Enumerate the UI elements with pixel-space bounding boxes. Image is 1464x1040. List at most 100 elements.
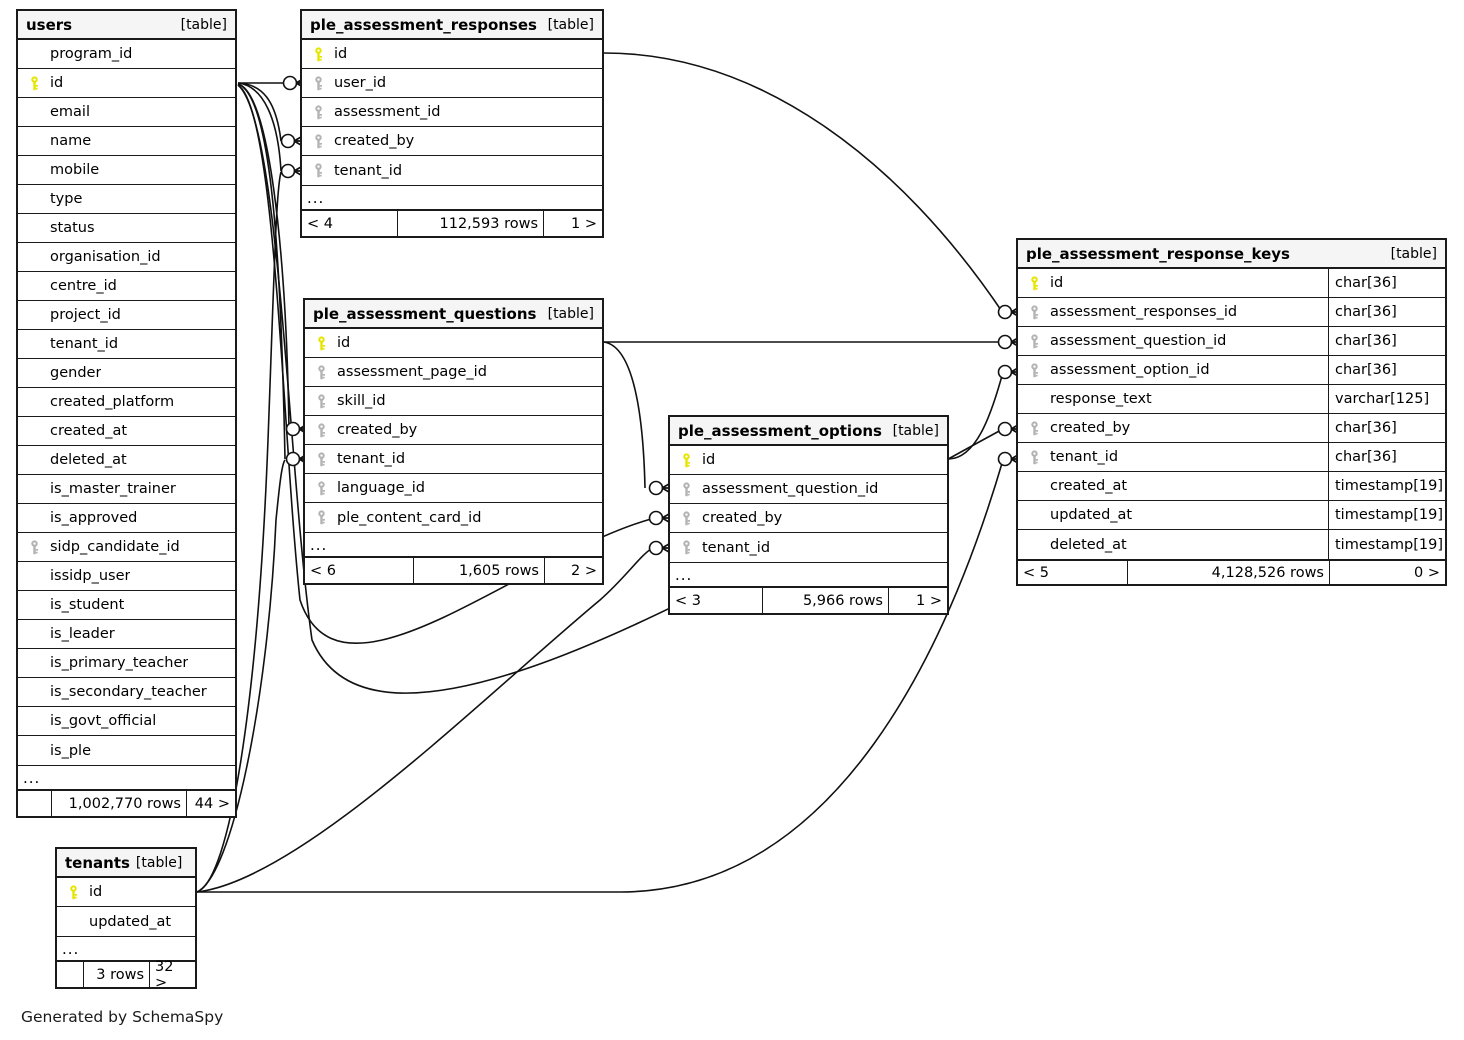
table-ple-assessment-responses[interactable]: ple_assessment_responses [table] id user_…: [300, 9, 604, 238]
column-name: updated_at: [1050, 507, 1133, 523]
table-row[interactable]: mobile: [18, 156, 235, 185]
table-row[interactable]: name: [18, 127, 235, 156]
table-row[interactable]: id: [18, 69, 235, 98]
table-row[interactable]: centre_id: [18, 272, 235, 301]
table-row[interactable]: ple_content_card_id: [305, 503, 602, 532]
table-row[interactable]: id: [302, 40, 602, 69]
column-name: deleted_at: [50, 452, 127, 468]
table-row[interactable]: sidp_candidate_id: [18, 533, 235, 562]
table-row[interactable]: updated_at: [57, 907, 195, 936]
column-type: timestamp[19]: [1328, 472, 1445, 500]
primary-key-icon: [306, 46, 330, 62]
footer-parent-count: < 5: [1018, 561, 1128, 584]
table-row[interactable]: type: [18, 185, 235, 214]
column-name: skill_id: [337, 393, 386, 409]
foreign-key-icon: [309, 422, 333, 438]
table-row[interactable]: issidp_user: [18, 562, 235, 591]
table-footer-ple-assessment-responses: < 4 112,593 rows 1 >: [302, 211, 602, 236]
primary-key-icon: [1022, 275, 1046, 291]
column-name: assessment_question_id: [1050, 333, 1227, 349]
table-row[interactable]: tenant_id: [305, 445, 602, 474]
table-row[interactable]: status: [18, 214, 235, 243]
table-row[interactable]: tenant_id: [18, 330, 235, 359]
table-row[interactable]: assessment_page_id: [305, 358, 602, 387]
table-row[interactable]: is_govt_official: [18, 707, 235, 736]
column-name: sidp_candidate_id: [50, 539, 180, 555]
table-row[interactable]: is_student: [18, 591, 235, 620]
table-row[interactable]: assessment_question_id: [670, 475, 947, 504]
column-name: id: [1050, 275, 1064, 291]
table-row[interactable]: is_master_trainer: [18, 475, 235, 504]
foreign-key-icon: [306, 133, 330, 149]
column-name: mobile: [50, 162, 100, 178]
column-name: updated_at: [89, 913, 172, 930]
table-row[interactable]: assessment_id: [302, 98, 602, 127]
table-row[interactable]: is_approved: [18, 504, 235, 533]
table-title: tenants: [65, 853, 130, 872]
more-columns-indicator: ...: [57, 936, 195, 962]
more-columns-indicator: ...: [302, 185, 602, 211]
foreign-key-icon: [1022, 304, 1046, 320]
table-row[interactable]: is_leader: [18, 620, 235, 649]
foreign-key-icon: [1022, 333, 1046, 349]
table-row[interactable]: deleted_at: [18, 446, 235, 475]
table-row[interactable]: id: [670, 446, 947, 475]
column-name: is_leader: [50, 626, 115, 642]
footer-child-count: 44 >: [194, 795, 230, 812]
table-title: ple_assessment_questions: [313, 304, 537, 323]
table-row[interactable]: created_at: [18, 417, 235, 446]
column-name: is_primary_teacher: [50, 655, 189, 671]
table-row[interactable]: skill_id: [305, 387, 602, 416]
table-row[interactable]: tenant_id: [670, 533, 947, 562]
column-name: assessment_option_id: [1050, 362, 1210, 378]
table-row[interactable]: is_secondary_teacher: [18, 678, 235, 707]
table-row[interactable]: email: [18, 98, 235, 127]
table-row[interactable]: user_id: [302, 69, 602, 98]
table-row[interactable]: created_by: [302, 127, 602, 156]
table-row[interactable]: is_ple: [18, 736, 235, 765]
table-row[interactable]: is_primary_teacher: [18, 649, 235, 678]
foreign-key-icon: [22, 539, 46, 555]
footer-parent-count: < 6: [305, 558, 414, 583]
table-row[interactable]: project_id: [18, 301, 235, 330]
table-row[interactable]: gender: [18, 359, 235, 388]
footer-parent-count: [57, 962, 84, 987]
foreign-key-icon: [1022, 449, 1046, 465]
table-row[interactable]: tenant_id: [302, 156, 602, 185]
table-row[interactable]: language_id: [305, 474, 602, 503]
foreign-key-icon: [674, 510, 698, 526]
table-row[interactable]: id: [305, 329, 602, 358]
column-name: tenant_id: [702, 539, 771, 556]
table-row[interactable]: program_id: [18, 40, 235, 69]
footer-parent-count: < 3: [670, 588, 763, 613]
table-row[interactable]: created_by: [305, 416, 602, 445]
table-header-ple-assessment-responses: ple_assessment_responses [table]: [302, 11, 602, 40]
table-header-tenants: tenants [table]: [57, 849, 195, 878]
table-row[interactable]: organisation_id: [18, 243, 235, 272]
table-row[interactable]: created_by: [670, 504, 947, 533]
table-row[interactable]: id: [57, 878, 195, 907]
footer-row-count: 4,128,526 rows: [1128, 561, 1330, 584]
column-name: name: [50, 133, 92, 149]
table-row[interactable]: created_platform: [18, 388, 235, 417]
column-name: id: [334, 46, 348, 62]
column-type: char[36]: [1328, 414, 1445, 442]
foreign-key-icon: [309, 510, 333, 525]
